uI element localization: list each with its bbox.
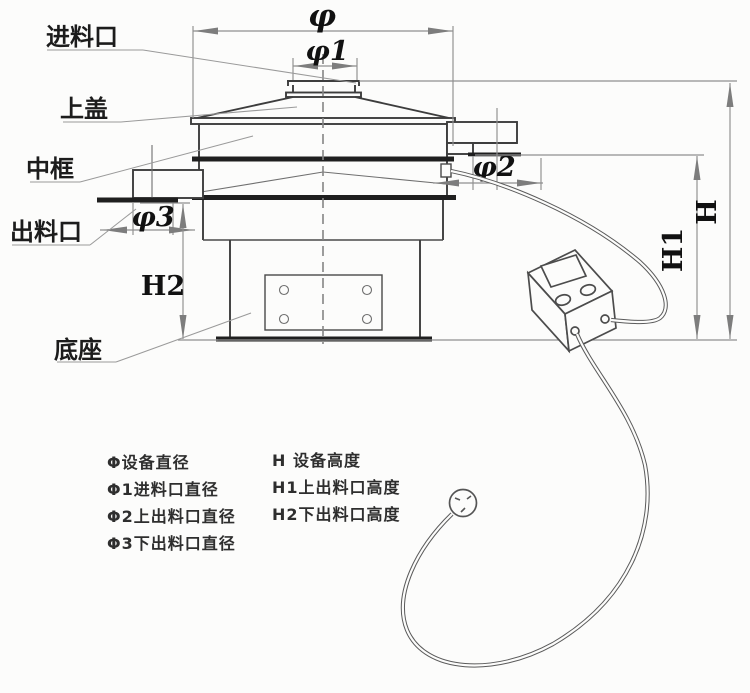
dim-label-h2: H2 xyxy=(141,271,185,302)
dim-label-phi3: φ3 xyxy=(131,202,174,233)
clamp-ring-bottom xyxy=(192,195,456,200)
dim-label-phi: φ xyxy=(308,0,336,34)
lower-outlet-spout xyxy=(97,145,204,203)
bolt-hole xyxy=(278,284,290,296)
dim-label-phi1: φ1 xyxy=(305,36,348,67)
dim-label-h: H xyxy=(692,199,723,225)
callout-top-cover: 上盖 xyxy=(60,95,108,123)
controller-box xyxy=(526,248,617,354)
dim-phi1: φ1 xyxy=(292,36,358,80)
controller-display xyxy=(539,253,588,289)
callout-discharge-outlet: 出料口 xyxy=(10,218,82,246)
cable-port-front xyxy=(570,326,580,336)
controller-button xyxy=(554,293,572,307)
dim-phi: φ xyxy=(192,0,454,146)
dim-h: H xyxy=(359,80,737,339)
power-plug xyxy=(448,488,478,518)
cable-fitting xyxy=(440,163,452,178)
base-stand xyxy=(216,240,432,342)
callout-middle-frame: 中框 xyxy=(26,155,74,183)
dim-label-h1: H1 xyxy=(658,228,689,272)
dim-phi3: φ3 xyxy=(100,202,195,235)
bolt-hole xyxy=(278,313,290,325)
power-cord xyxy=(400,333,650,668)
cables xyxy=(400,168,668,668)
cable-port-side xyxy=(600,314,610,324)
callout-leaders xyxy=(12,49,357,363)
bolt-hole xyxy=(361,313,373,325)
callout-feed-inlet: 进料口 xyxy=(46,23,118,51)
bolt-hole xyxy=(361,284,373,296)
dim-h1: H1 xyxy=(475,154,704,339)
callout-base: 底座 xyxy=(54,336,102,364)
dim-h2: H2 xyxy=(140,202,218,341)
controller-button xyxy=(579,283,597,297)
upper-outlet-spout xyxy=(446,121,521,157)
